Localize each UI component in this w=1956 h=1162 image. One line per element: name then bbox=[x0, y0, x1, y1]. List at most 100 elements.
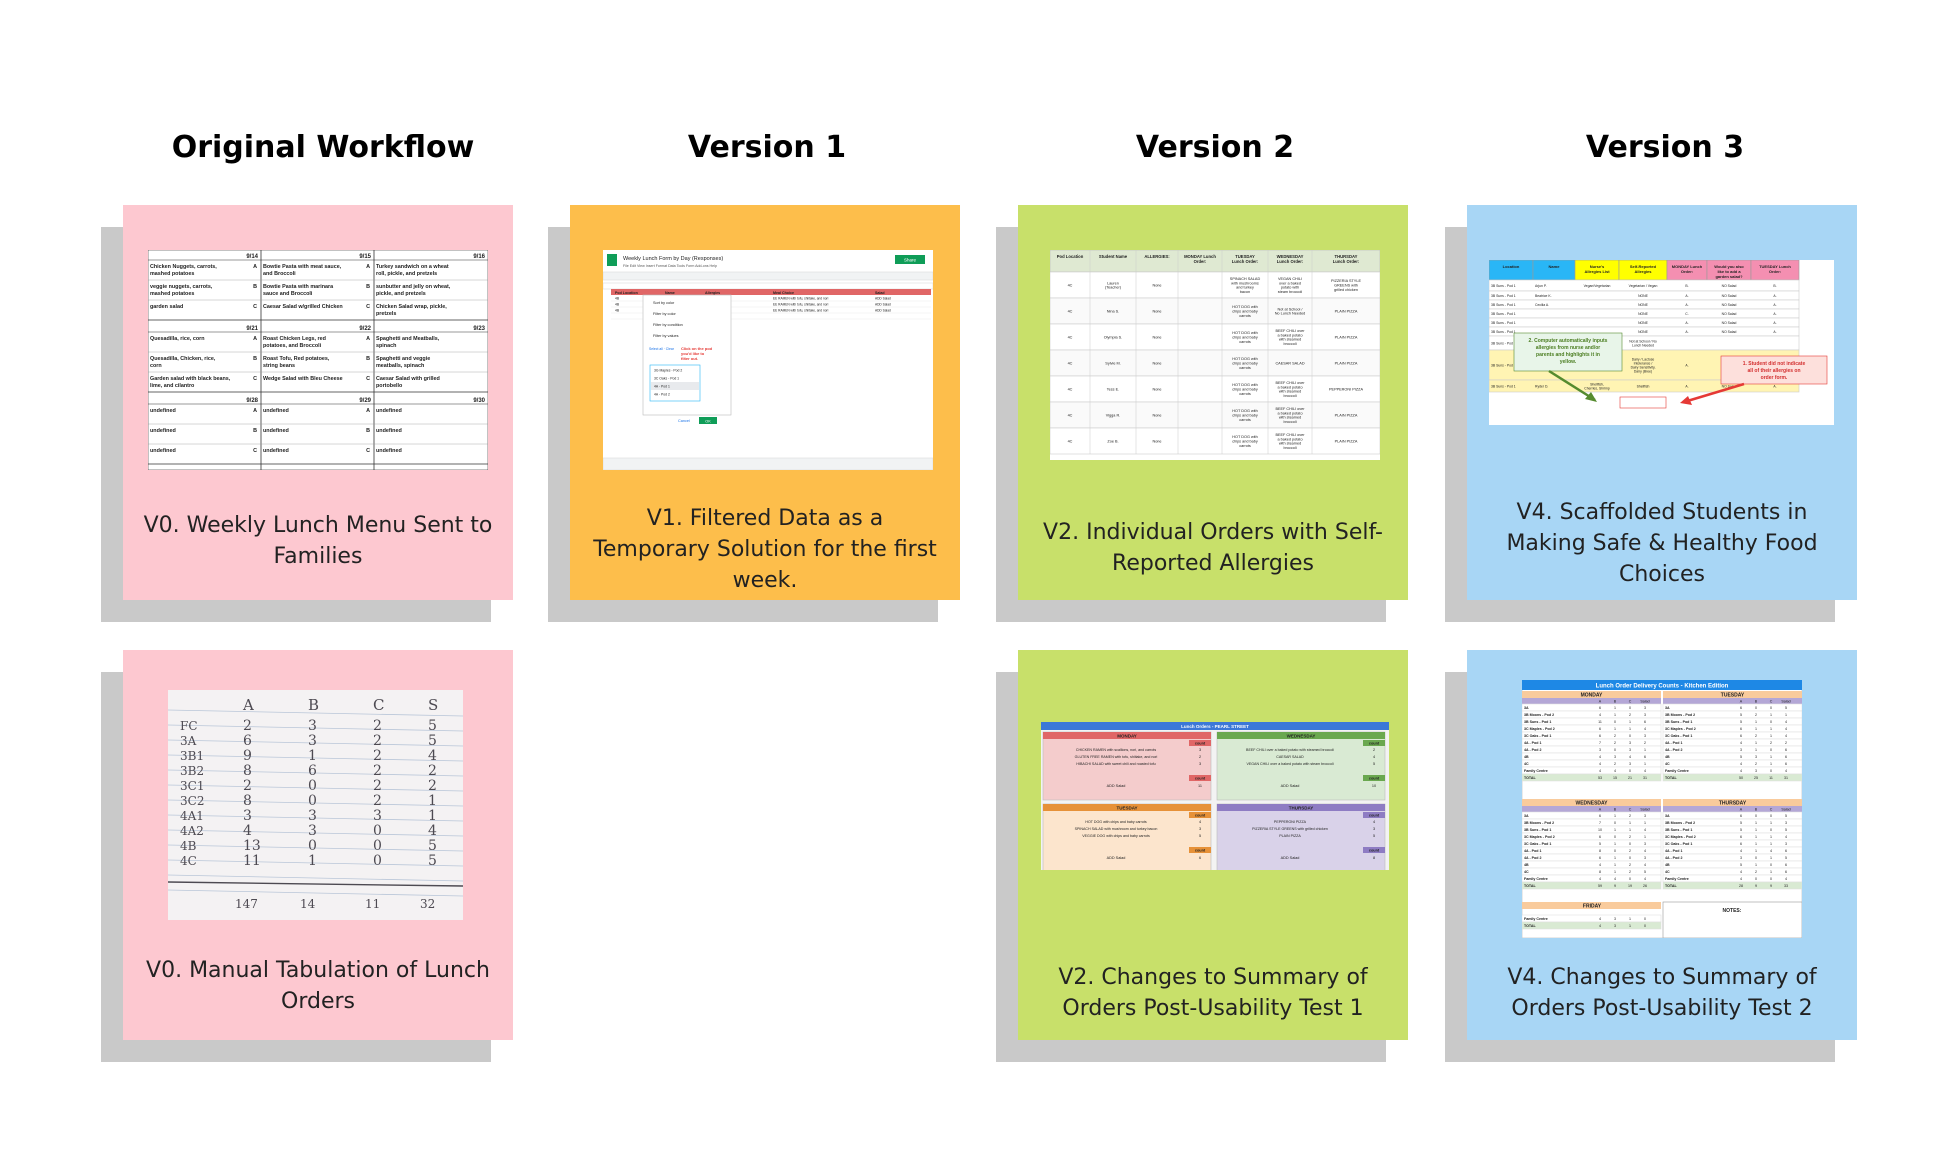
ruled-line bbox=[168, 799, 463, 807]
pod-name: 4B bbox=[1665, 863, 1670, 867]
header-cell: Salad bbox=[875, 291, 885, 295]
cell-text: A. bbox=[1685, 364, 1688, 368]
tally-value: 0 bbox=[373, 853, 382, 869]
count-header bbox=[1189, 812, 1211, 818]
header-cell: Lunch Order: bbox=[1277, 259, 1304, 264]
tally-row-label: FC bbox=[180, 719, 198, 733]
cell-text: Cherries, Shrimp bbox=[1584, 387, 1610, 391]
count-cell: 1 bbox=[1770, 856, 1772, 860]
tally-total: 14 bbox=[300, 897, 316, 911]
cell-text: NONE bbox=[1638, 321, 1649, 325]
filter-hint: you'd like to bbox=[681, 351, 705, 356]
cell-text: 3B Suns - Pod 1 bbox=[1491, 342, 1516, 346]
column-header: A bbox=[1599, 700, 1602, 704]
filter-option: 3G Maples - Pod 2 bbox=[654, 369, 682, 373]
count-cell: 2 bbox=[1614, 762, 1616, 766]
header-cell: Name bbox=[1549, 264, 1561, 269]
ruled-line bbox=[168, 769, 463, 777]
table-row bbox=[1662, 811, 1802, 820]
day-name: WEDNESDAY bbox=[1575, 801, 1608, 807]
cell-text: PLAIN PIZZA bbox=[1335, 362, 1358, 366]
pod-name: 4B bbox=[1524, 755, 1529, 759]
count-cell: 1 bbox=[1644, 835, 1646, 839]
cell-text: None bbox=[1152, 388, 1161, 392]
allergy-highlight-box bbox=[1619, 396, 1667, 409]
tally-header: C bbox=[373, 696, 384, 714]
green-callout bbox=[1513, 332, 1623, 372]
count-cell: 5 bbox=[1740, 863, 1742, 867]
menu-item: meatballs, spinach bbox=[376, 363, 424, 369]
salad-count: 8 bbox=[1373, 856, 1375, 860]
count-cell: 4 bbox=[1599, 769, 1601, 773]
cell-text: 4C bbox=[1068, 414, 1073, 418]
green-callout-text: 2. Computer automatically inputs bbox=[1529, 338, 1608, 344]
tally-value: 0 bbox=[373, 838, 382, 854]
count-cell: 0 bbox=[1770, 828, 1772, 832]
salad-count-header bbox=[1189, 847, 1211, 853]
count-cell: 1 bbox=[1629, 727, 1631, 731]
count-cell: 6 bbox=[1644, 755, 1646, 759]
cell-text: 4C bbox=[1068, 336, 1073, 340]
count-label: count bbox=[1195, 814, 1206, 818]
count-cell: 2 bbox=[1755, 713, 1757, 717]
meal-item: CAESAR SALAD bbox=[1276, 755, 1304, 759]
meal-count: 5 bbox=[1373, 762, 1375, 766]
count-cell: 11 bbox=[1598, 720, 1602, 724]
menu-item: undefined bbox=[150, 448, 176, 454]
count-cell: 1 bbox=[1614, 842, 1616, 846]
column-header: A bbox=[1740, 700, 1743, 704]
ruled-line bbox=[168, 709, 463, 717]
header-cell: Would you also bbox=[1714, 264, 1744, 269]
pod-name: 4B bbox=[1524, 863, 1529, 867]
red-callout-text: all of their allergies on bbox=[1747, 368, 1800, 374]
count-cell: 1 bbox=[1755, 842, 1757, 846]
tally-value: 1 bbox=[308, 853, 317, 869]
cell-text: Cecilia A. bbox=[1535, 303, 1549, 307]
ruled-line bbox=[168, 739, 463, 747]
cell-text: 4C bbox=[1068, 284, 1073, 288]
cell-text: 3B Suns - Pod 1 bbox=[1491, 294, 1516, 298]
ruled-line bbox=[168, 724, 463, 732]
count-cell: 6 bbox=[1785, 863, 1787, 867]
cell-text: Intolerance / bbox=[1634, 362, 1653, 366]
menu-item: spinach bbox=[376, 343, 396, 349]
tally-value: 8 bbox=[243, 763, 252, 779]
count-cell: 4 bbox=[1614, 769, 1616, 773]
header-cell: Order: bbox=[1769, 269, 1781, 274]
table-row bbox=[1662, 881, 1802, 890]
cell-text: NO Salad bbox=[1722, 321, 1737, 325]
red-callout bbox=[1720, 355, 1828, 385]
pod-name: 3C Maples - Pod 2 bbox=[1524, 727, 1555, 731]
pod-name: TOTAL bbox=[1524, 884, 1536, 888]
pod-name: 4C bbox=[1524, 870, 1529, 874]
count-cell: 33 bbox=[1784, 884, 1788, 888]
tally-value: 2 bbox=[373, 748, 382, 764]
count-cell: 3 bbox=[1740, 856, 1742, 860]
cell-text: chips and baby bbox=[1232, 414, 1258, 418]
count-cell: 1 bbox=[1614, 863, 1616, 867]
count-cell: 0 bbox=[1629, 734, 1631, 738]
count-cell: 4 bbox=[1644, 849, 1646, 853]
notes-label: NOTES: bbox=[1723, 908, 1742, 914]
count-cell: 0 bbox=[1770, 748, 1772, 752]
count-cell: 6 bbox=[1785, 748, 1787, 752]
header-cell: garden salad? bbox=[1715, 274, 1743, 279]
formula-bar bbox=[603, 282, 933, 290]
count-cell: 3 bbox=[1614, 755, 1616, 759]
menu-item: veggie nuggets, carrots, bbox=[150, 284, 213, 290]
menu-item: corn bbox=[150, 363, 162, 369]
count-cell: 1 bbox=[1770, 842, 1772, 846]
count-cell: 31 bbox=[1784, 776, 1788, 780]
meal-count: 4 bbox=[1373, 820, 1375, 824]
cell-text: NO Salad bbox=[1722, 284, 1737, 288]
cell-text: Lunch Needed bbox=[1632, 344, 1654, 348]
menu-option-letter: A bbox=[253, 336, 257, 342]
day-name: MONDAY bbox=[1581, 693, 1603, 699]
salad-count-header bbox=[1363, 847, 1385, 853]
tally-value: 5 bbox=[428, 733, 437, 749]
count-cell: 1 bbox=[1755, 863, 1757, 867]
count-cell: 0 bbox=[1755, 877, 1757, 881]
cell-text: HOT DOG with bbox=[1232, 357, 1257, 361]
sheets-logo-icon bbox=[607, 254, 617, 266]
